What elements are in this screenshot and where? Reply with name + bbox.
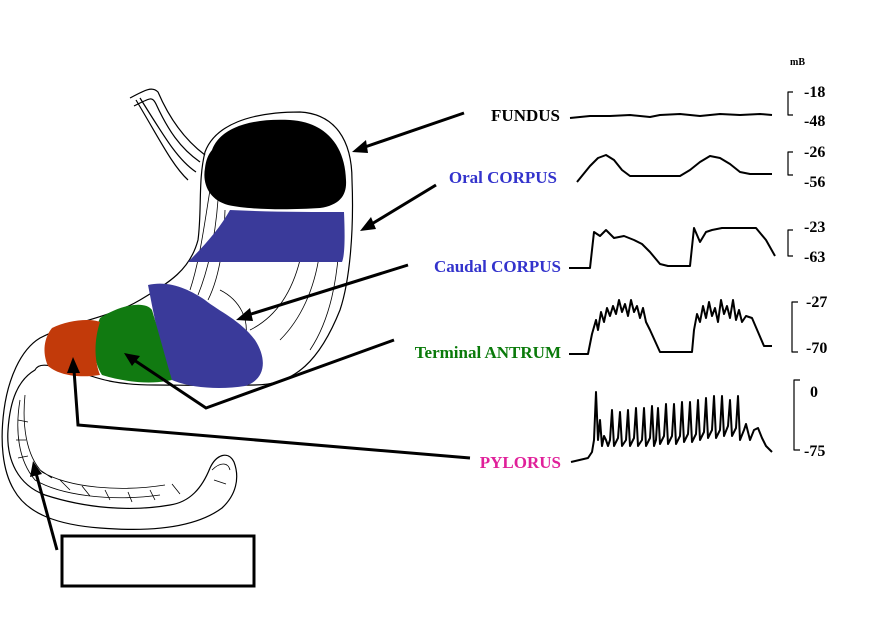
caudal-corpus-region (148, 283, 263, 388)
label-oral-corpus: Oral CORPUS (449, 168, 557, 187)
arrows (30, 111, 471, 551)
terminal-antrum-region (94, 304, 172, 383)
esophagus-outline (129, 88, 206, 181)
duodenum-arrowhead (30, 461, 42, 477)
scale-pylorus-top: 0 (810, 384, 818, 401)
caudal-corpus-arrow-line (247, 263, 409, 317)
scale-terminal-antrum-top: -27 (806, 294, 827, 311)
duodenum-pointer-line (34, 472, 59, 551)
pylorus-arrowhead (67, 357, 80, 373)
trace-oral-corpus (576, 154, 772, 183)
scale-oral-corpus-bottom: -56 (804, 174, 825, 191)
terminal-antrum-pointer (133, 338, 395, 410)
scale-pylorus-bottom: -75 (804, 443, 825, 460)
scale-bracket-pylorus (793, 379, 800, 451)
units-label: mB (790, 57, 805, 68)
trace-pylorus (570, 391, 773, 463)
oral-corpus-arrowhead (360, 217, 376, 231)
label-terminal-antrum: Terminal ANTRUM (415, 343, 561, 362)
voltage-scales: mB -18 -48 -26 -56 -23 -63 -27 -70 0 -75 (787, 57, 827, 460)
oral-corpus-region (188, 210, 345, 262)
terminal-antrum-arrowhead (124, 353, 140, 366)
scale-terminal-antrum-bottom: -70 (806, 340, 827, 357)
fundus-arrow-line (361, 111, 465, 150)
trace-caudal-corpus (569, 227, 776, 269)
scale-fundus-top: -18 (804, 84, 825, 101)
scale-oral-corpus-top: -26 (804, 144, 825, 161)
scale-bracket-fundus (787, 91, 793, 116)
pylorus-region (44, 320, 100, 377)
pylorus-pointer (72, 369, 471, 460)
fundus-arrowhead (352, 140, 368, 153)
region-labels: FUNDUS Oral CORPUS Caudal CORPUS Termina… (415, 106, 561, 472)
fundus-region (204, 119, 347, 210)
electrical-traces (569, 113, 776, 463)
trace-fundus (569, 113, 773, 119)
trace-terminal-antrum (569, 299, 772, 355)
duodenum-folds (16, 394, 231, 503)
scale-bracket-oral-corpus (787, 151, 793, 176)
blank-label-rect (60, 534, 256, 588)
stomach-outer-outline (1, 111, 354, 530)
scale-bracket-terminal-antrum (791, 301, 798, 353)
scale-caudal-corpus-top: -23 (804, 219, 825, 236)
label-fundus: FUNDUS (491, 106, 560, 125)
label-caudal-corpus: Caudal CORPUS (434, 257, 561, 276)
blank-label-box (60, 534, 256, 588)
scale-caudal-corpus-bottom: -63 (804, 249, 825, 266)
scale-bracket-caudal-corpus (787, 229, 793, 257)
stomach-illustration (1, 88, 354, 530)
caudal-corpus-arrowhead (236, 308, 253, 321)
scale-fundus-bottom: -48 (804, 113, 825, 130)
label-pylorus: PYLORUS (480, 453, 561, 472)
oral-corpus-arrow-line (369, 183, 437, 227)
